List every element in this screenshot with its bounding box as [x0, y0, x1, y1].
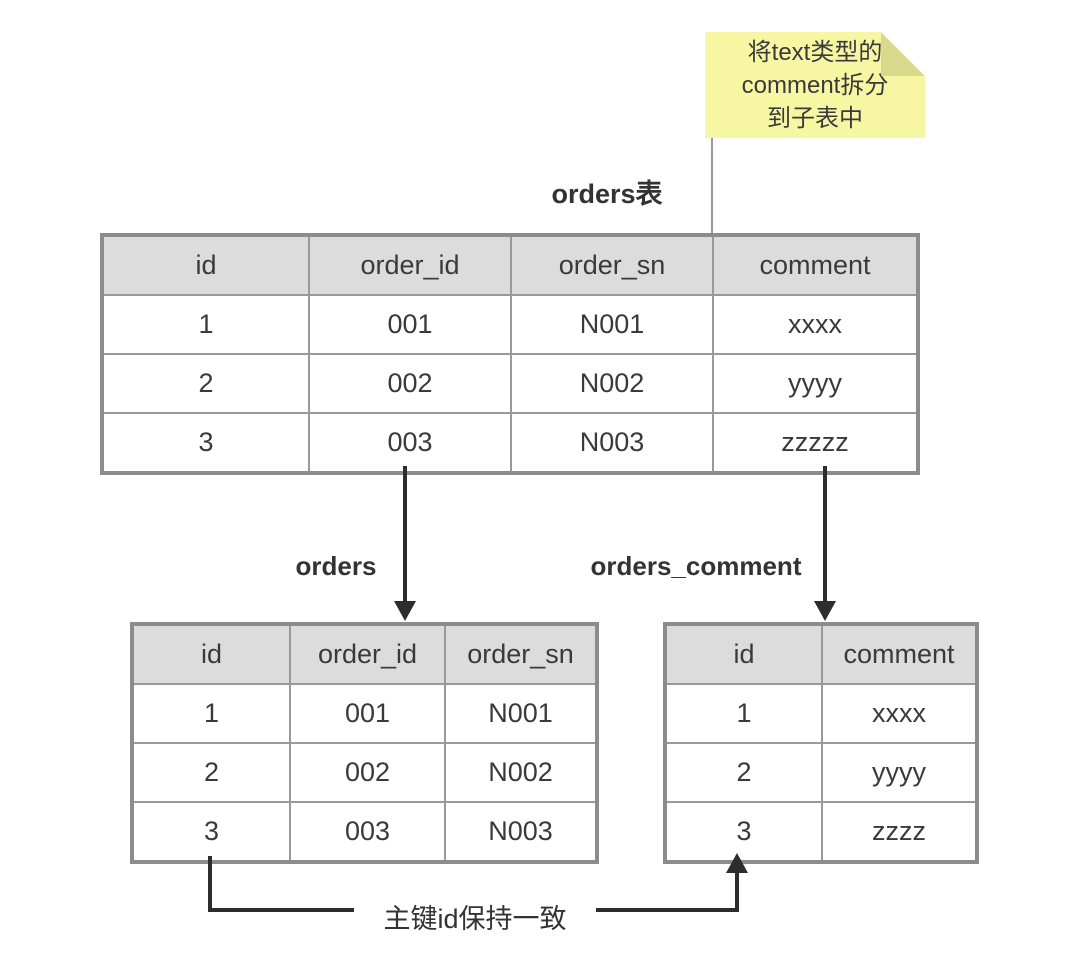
arrow-to-orders-head: [394, 601, 416, 621]
table-cell: zzzzz: [712, 412, 919, 474]
table-cell: xxxx: [821, 683, 978, 744]
table-cell: 002: [289, 742, 446, 803]
table-cell: N003: [510, 412, 714, 474]
table-row: 1 001 N001: [131, 683, 598, 744]
table-cell: N003: [444, 801, 598, 863]
column-header: order_sn: [510, 234, 714, 296]
table-row: 1 xxxx: [664, 683, 978, 744]
arrow-to-orders-comment-head: [814, 601, 836, 621]
table-cell: N001: [444, 683, 598, 744]
arrow-to-orders-comment-line: [823, 466, 827, 604]
column-header: id: [131, 623, 291, 685]
table-cell: 003: [308, 412, 512, 474]
table-cell: N001: [510, 294, 714, 355]
sticky-note-line: 到子表中: [767, 105, 863, 132]
orders-comment-table: id comment 1 xxxx 2 yyyy 3 zzzz: [663, 622, 979, 864]
sticky-note-line: 将text类型的: [747, 39, 883, 66]
sticky-note: 将text类型的 comment拆分 到子表中: [705, 32, 925, 138]
key-connector-arrow-head: [726, 853, 748, 873]
table-cell: yyyy: [712, 353, 919, 414]
table-cell: N002: [510, 353, 714, 414]
table-cell: 2: [664, 742, 823, 803]
table-row: 2 002 N002 yyyy: [101, 353, 919, 414]
column-header: order_id: [308, 234, 512, 296]
table-cell: xxxx: [712, 294, 919, 355]
table-header-row: id comment: [664, 623, 978, 685]
orders-table: id order_id order_sn 1 001 N001 2 002 N0…: [130, 622, 599, 864]
column-header: comment: [712, 234, 919, 296]
column-header: comment: [821, 623, 978, 685]
table-cell: zzzz: [821, 801, 978, 863]
table-header-row: id order_id order_sn: [131, 623, 598, 685]
note-connector-line: [711, 138, 713, 235]
table-row: 3 003 N003 zzzzz: [101, 412, 919, 474]
table-cell: 3: [101, 412, 310, 474]
column-header: id: [664, 623, 823, 685]
table-header-row: id order_id order_sn comment: [101, 234, 919, 296]
column-header: order_sn: [444, 623, 598, 685]
column-header: id: [101, 234, 310, 296]
orders-comment-table-title: orders_comment: [590, 551, 802, 581]
table-cell: 002: [308, 353, 512, 414]
table-cell: 001: [308, 294, 512, 355]
key-connector-right-segment: [735, 872, 739, 912]
arrow-to-orders-line: [403, 466, 407, 604]
table-row: 3 003 N003: [131, 801, 598, 863]
primary-key-note-label: 主键id保持一致: [354, 893, 596, 940]
orders-full-table: id order_id order_sn comment 1 001 N001 …: [100, 233, 920, 475]
orders-full-table-title: orders表: [551, 179, 663, 209]
table-cell: 003: [289, 801, 446, 863]
orders-table-title: orders: [295, 551, 377, 581]
column-header: order_id: [289, 623, 446, 685]
table-cell: 2: [101, 353, 310, 414]
sticky-note-line: comment拆分: [741, 72, 889, 99]
table-cell: 2: [131, 742, 291, 803]
table-row: 2 yyyy: [664, 742, 978, 803]
table-cell: 3: [131, 801, 291, 863]
table-cell: 001: [289, 683, 446, 744]
table-row: 3 zzzz: [664, 801, 978, 863]
key-connector-left-segment: [208, 856, 212, 912]
note-fold-corner: [881, 32, 925, 76]
table-row: 1 001 N001 xxxx: [101, 294, 919, 355]
table-cell: N002: [444, 742, 598, 803]
table-cell: yyyy: [821, 742, 978, 803]
table-cell: 1: [131, 683, 291, 744]
table-row: 2 002 N002: [131, 742, 598, 803]
table-cell: 1: [664, 683, 823, 744]
table-cell: 1: [101, 294, 310, 355]
